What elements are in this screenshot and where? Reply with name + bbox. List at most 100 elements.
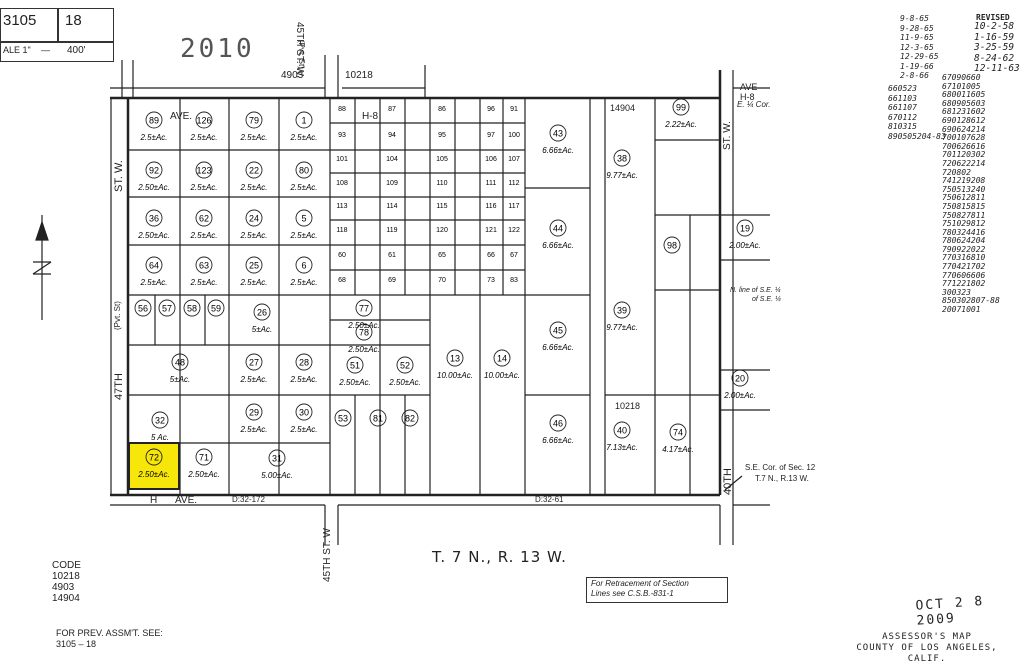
parcel-number[interactable]: 56 [138, 304, 148, 314]
parcel-number[interactable]: 71 [199, 453, 209, 463]
parcel-number[interactable]: 32 [155, 416, 165, 426]
parcel-number[interactable]: 51 [350, 361, 360, 371]
parcel-number-circle [295, 209, 313, 227]
small-parcel-number[interactable]: 122 [508, 227, 520, 234]
small-parcel-number[interactable]: 105 [436, 156, 448, 163]
parcel-number[interactable]: 14 [497, 354, 507, 364]
parcel-number[interactable]: 27 [249, 358, 259, 368]
parcel-number[interactable]: 89 [149, 116, 159, 126]
parcel-number[interactable]: 22 [249, 166, 259, 176]
small-parcel-number[interactable]: 106 [485, 156, 497, 163]
small-parcel-number[interactable]: 111 [486, 180, 497, 187]
small-parcel-number[interactable]: 110 [436, 180, 447, 187]
header-divider-h [1, 41, 113, 43]
small-parcel-number[interactable]: 113 [336, 203, 347, 210]
small-parcel-number[interactable]: 97 [487, 132, 495, 139]
parcel-number[interactable]: 72 [149, 453, 159, 463]
small-parcel-number[interactable]: 100 [508, 132, 520, 139]
parcel-number[interactable]: 29 [249, 408, 259, 418]
parcel-number[interactable]: 19 [740, 224, 750, 234]
parcel-number[interactable]: 77 [359, 304, 369, 314]
parcel-number[interactable]: 46 [553, 419, 563, 429]
parcel-number[interactable]: 39 [617, 306, 627, 316]
parcel-number[interactable]: 5 [301, 214, 306, 224]
small-parcel-number[interactable]: 86 [438, 106, 446, 113]
small-parcel-number[interactable]: 95 [438, 132, 446, 139]
parcel-number[interactable]: 48 [175, 358, 185, 368]
small-parcel-number[interactable]: 104 [386, 156, 398, 163]
small-parcel-number[interactable]: 65 [438, 252, 446, 259]
small-parcel-number[interactable]: 117 [508, 203, 519, 210]
parcel-number[interactable]: 45 [553, 326, 563, 336]
parcel-number[interactable]: 123 [196, 166, 211, 176]
parcel-number[interactable]: 28 [299, 358, 309, 368]
parcel-number[interactable]: 25 [249, 261, 259, 271]
small-parcel-number[interactable]: 73 [487, 277, 495, 284]
small-parcel-number[interactable]: 68 [338, 277, 346, 284]
parcel-number[interactable]: 80 [299, 166, 309, 176]
parcel-number[interactable]: 58 [187, 304, 197, 314]
small-parcel-number[interactable]: 109 [386, 180, 398, 187]
small-parcel-number[interactable]: 114 [386, 203, 397, 210]
small-parcel-number[interactable]: 60 [338, 252, 346, 259]
parcel-number[interactable]: 24 [249, 214, 259, 224]
parcel-number[interactable]: 57 [162, 304, 172, 314]
small-parcel-number[interactable]: 94 [388, 132, 396, 139]
small-parcel-number[interactable]: 107 [508, 156, 520, 163]
small-parcel-number[interactable]: 70 [438, 277, 446, 284]
parcel-number[interactable]: 53 [338, 414, 348, 424]
parcel-number[interactable]: 82 [405, 414, 415, 424]
parcel-number[interactable]: 6 [301, 261, 306, 271]
parcel-number[interactable]: 98 [667, 241, 677, 251]
small-parcel-number[interactable]: 115 [436, 203, 447, 210]
small-parcel-number[interactable]: 96 [487, 106, 495, 113]
parcel-number[interactable]: 52 [400, 361, 410, 371]
n-line-note: N. line of S.E. ¼ [730, 287, 781, 294]
small-parcel-number[interactable]: 61 [388, 252, 396, 259]
small-parcel-number[interactable]: 88 [338, 106, 346, 113]
highlighted-parcel-72[interactable] [128, 442, 180, 490]
small-parcel-number[interactable]: 118 [336, 227, 347, 234]
small-parcel-number[interactable]: 91 [510, 106, 518, 113]
parcel-number[interactable]: 30 [299, 408, 309, 418]
parcel-number[interactable]: 62 [199, 214, 209, 224]
small-parcel-number[interactable]: 121 [485, 227, 497, 234]
parcel-number[interactable]: 99 [676, 103, 686, 113]
parcel-number[interactable]: 40 [617, 426, 627, 436]
parcel-number[interactable]: 38 [617, 154, 627, 164]
parcel-number-circle [369, 409, 387, 427]
small-parcel-number[interactable]: 83 [510, 277, 518, 284]
small-parcel-number[interactable]: 119 [386, 227, 397, 234]
parcel-number[interactable]: 126 [196, 116, 211, 126]
small-parcel-number[interactable]: 67 [510, 252, 518, 259]
parcel-number[interactable]: 13 [450, 354, 460, 364]
parcel-number[interactable]: 81 [373, 414, 383, 424]
parcel-number[interactable]: 63 [199, 261, 209, 271]
parcel-number[interactable]: 26 [257, 308, 267, 318]
parcel-number[interactable]: 44 [553, 224, 563, 234]
parcel-number[interactable]: 64 [149, 261, 159, 271]
parcel-number[interactable]: 78 [359, 328, 369, 338]
small-parcel-number[interactable]: 66 [487, 252, 495, 259]
parcel-number[interactable]: 1 [301, 116, 306, 126]
small-parcel-number[interactable]: 101 [336, 156, 348, 163]
small-parcel-number[interactable]: 112 [508, 180, 519, 187]
small-parcel-number[interactable]: 116 [485, 203, 496, 210]
small-parcel-number[interactable]: 120 [436, 227, 448, 234]
parcel-number[interactable]: 20 [735, 374, 745, 384]
parcel-number[interactable]: 79 [249, 116, 259, 126]
parcel-number[interactable]: 74 [673, 428, 683, 438]
small-parcel-number[interactable]: 69 [388, 277, 396, 284]
parcel-number[interactable]: 92 [149, 166, 159, 176]
small-parcel-number[interactable]: 93 [338, 132, 346, 139]
parcel-number[interactable]: 31 [272, 454, 282, 464]
revision-entry: 770421702 [942, 262, 986, 272]
parcel-number[interactable]: 36 [149, 214, 159, 224]
parcel-number[interactable]: 43 [553, 129, 563, 139]
small-parcel-number[interactable]: 108 [336, 180, 348, 187]
street-ave-h8-east-num: H-8 [740, 92, 755, 102]
parcel-number[interactable]: 59 [211, 304, 221, 314]
parcel-acreage: 10.00±Ac. [484, 371, 520, 380]
revision-entry: 700107628 [942, 133, 986, 143]
small-parcel-number[interactable]: 87 [388, 106, 396, 113]
